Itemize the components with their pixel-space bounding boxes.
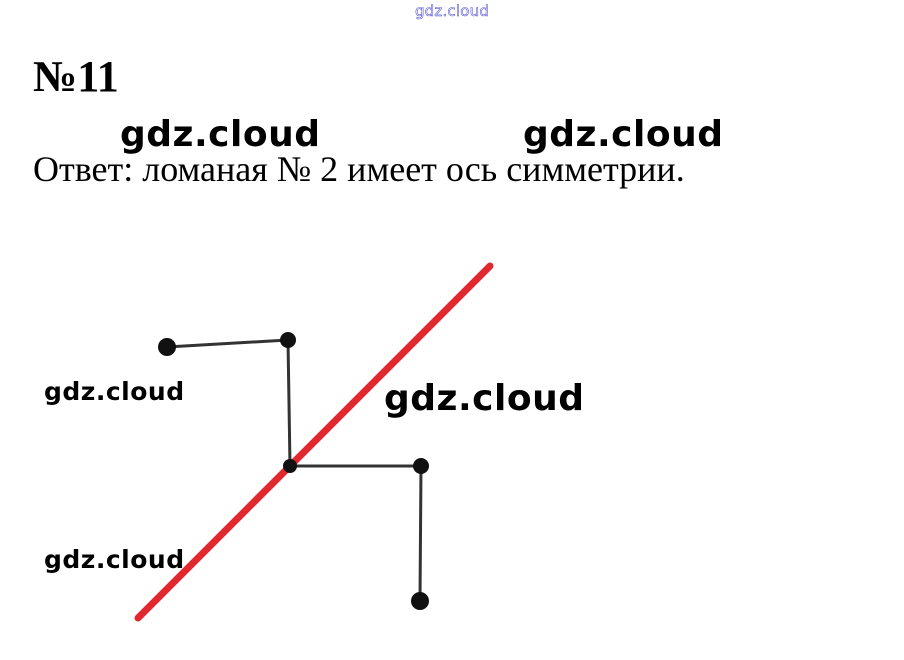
vertex-point <box>411 592 429 610</box>
answer-text: Ответ: ломаная № 2 имеет ось симметрии. <box>33 149 685 189</box>
vertex-point <box>158 338 176 356</box>
vertex-point <box>283 459 297 473</box>
site-watermark: gdz.cloud <box>414 2 490 21</box>
watermark-top-right: gdz.cloud <box>523 114 724 155</box>
problem-number: №11 <box>33 52 119 101</box>
vertex-point <box>280 332 296 348</box>
watermark-middle: gdz.cloud <box>384 378 585 419</box>
watermark-top-left: gdz.cloud <box>120 114 321 155</box>
watermark-left-lower: gdz.cloud <box>44 545 185 574</box>
watermark-left-upper: gdz.cloud <box>44 377 185 406</box>
vertex-point <box>413 458 429 474</box>
symmetry-axis-line <box>134 262 494 622</box>
